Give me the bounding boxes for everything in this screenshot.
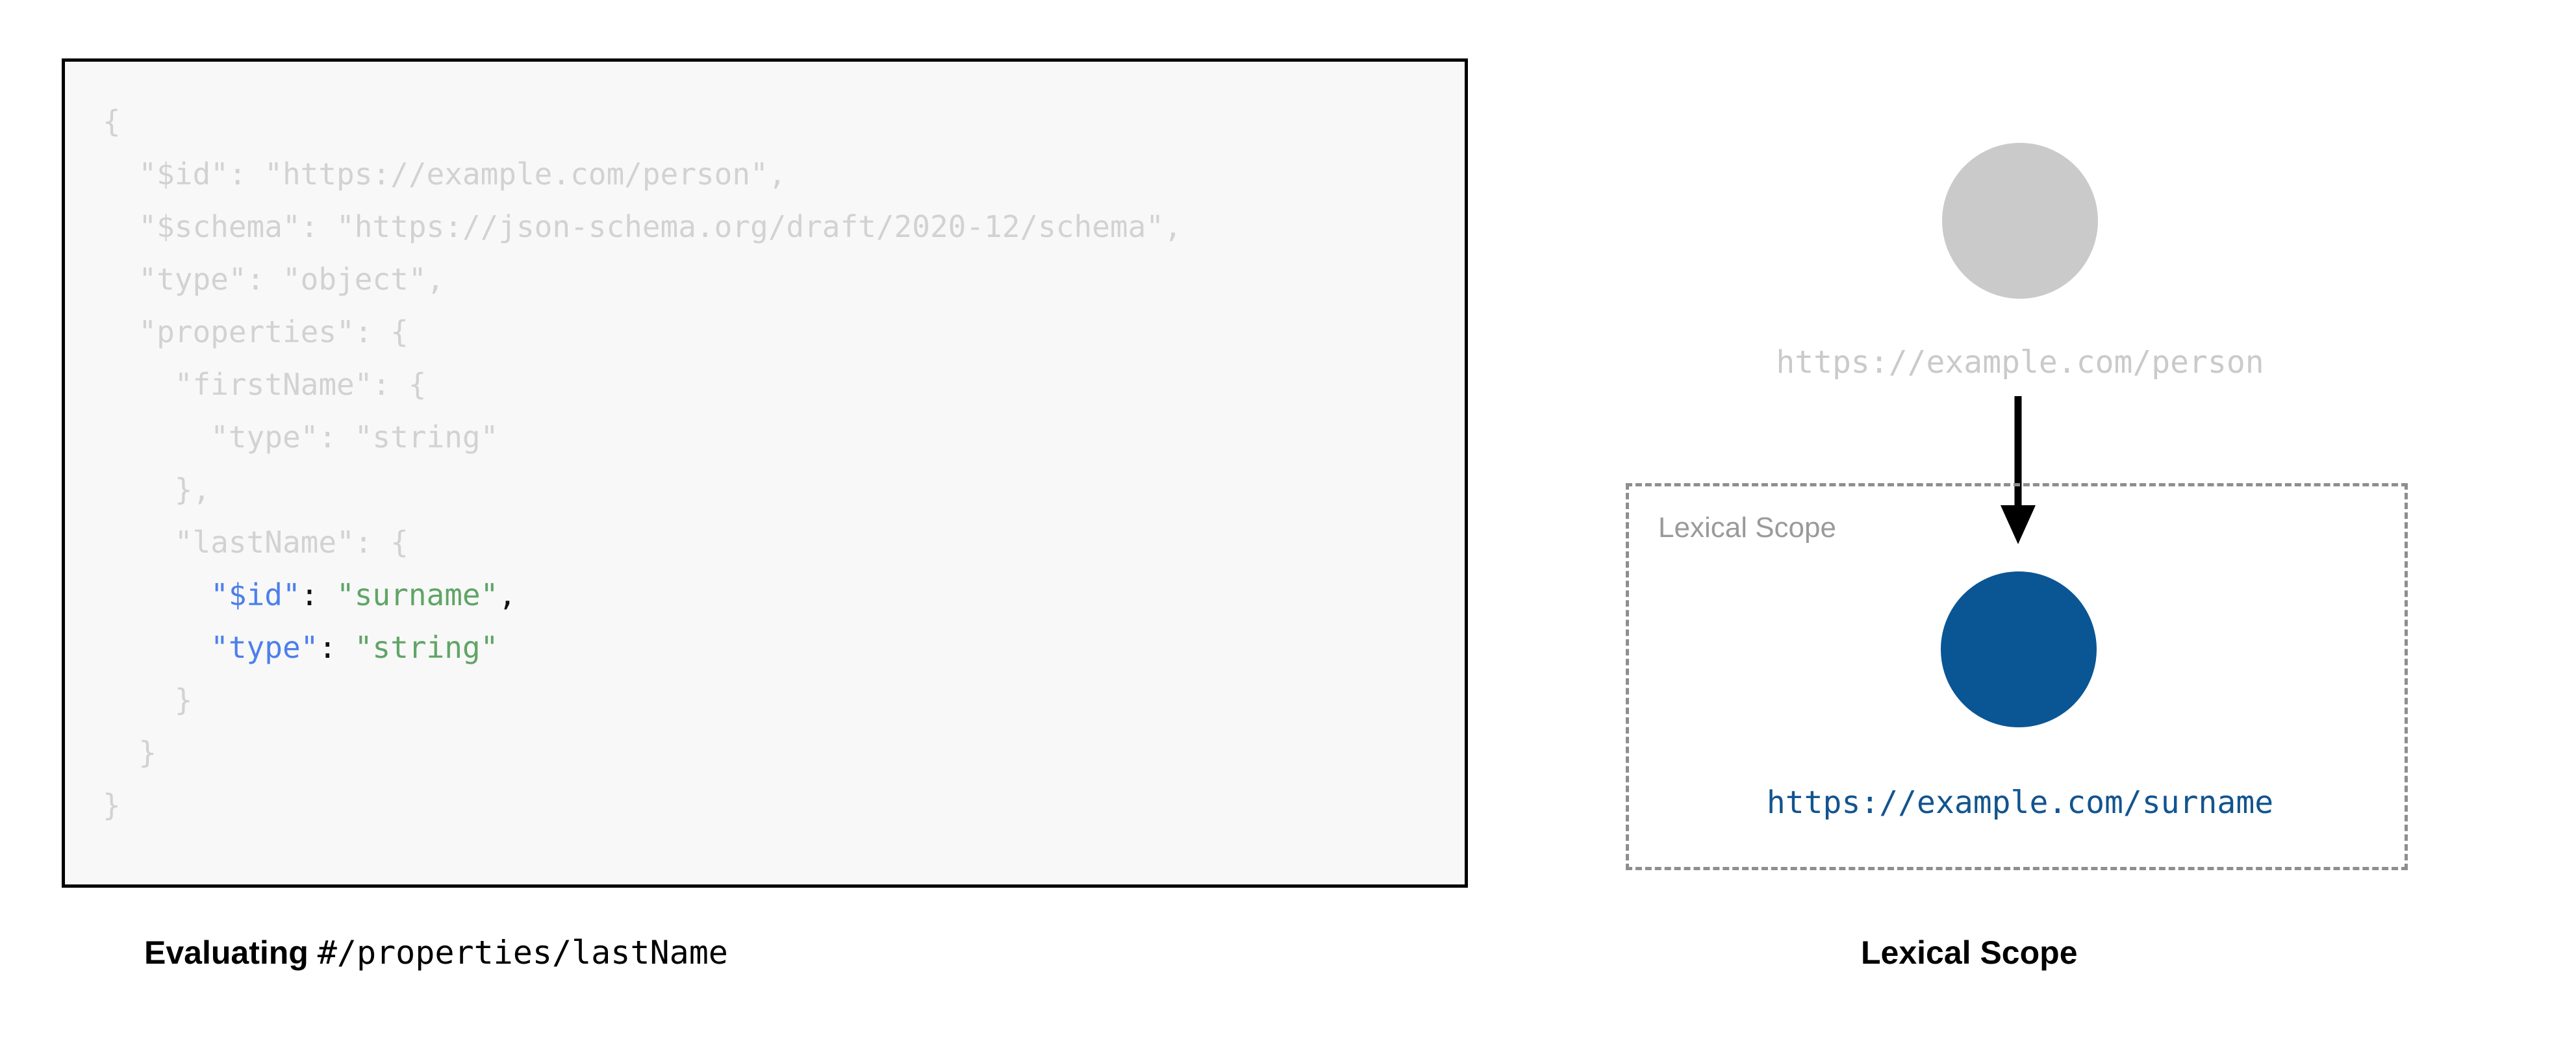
code-token-p: }, bbox=[174, 472, 211, 507]
code-line: "$schema": "https://json-schema.org/draf… bbox=[103, 201, 1182, 253]
code-line: } bbox=[103, 779, 1182, 832]
code-line: "$id": "surname", bbox=[103, 569, 1182, 621]
code-token-p: , bbox=[426, 262, 445, 297]
code-token-p: : bbox=[300, 577, 337, 612]
code-line: }, bbox=[103, 464, 1182, 516]
code-token-p: : { bbox=[354, 314, 409, 349]
code-line: "type": "string" bbox=[103, 621, 1182, 674]
code-token-p: : bbox=[300, 209, 337, 244]
right-caption-text: Lexical Scope bbox=[1861, 934, 2078, 971]
left-caption-pointer: #/properties/lastName bbox=[317, 934, 728, 971]
code-line: } bbox=[103, 727, 1182, 779]
code-token-p: : bbox=[228, 156, 265, 192]
parent-schema-node-circle bbox=[1942, 143, 2098, 299]
code-token-p: : bbox=[318, 419, 355, 455]
code-line: { bbox=[103, 95, 1182, 148]
code-token-s: "object" bbox=[282, 262, 427, 297]
code-token-p: , bbox=[1163, 209, 1182, 244]
code-token-k: "$id" bbox=[138, 156, 229, 192]
left-caption: Evaluating #/properties/lastName bbox=[144, 934, 728, 971]
code-token-p: { bbox=[103, 104, 121, 139]
lexical-scope-box bbox=[1626, 483, 2408, 870]
code-token-s: "surname" bbox=[336, 577, 499, 612]
code-token-p: : { bbox=[354, 525, 409, 560]
parent-schema-node-label: https://example.com/person bbox=[1776, 344, 2264, 381]
json-schema-code-panel: { "$id": "https://example.com/person", "… bbox=[62, 58, 1468, 888]
code-token-p: } bbox=[138, 735, 157, 770]
code-token-p: , bbox=[498, 577, 516, 612]
code-token-s: "https://json-schema.org/draft/2020-12/s… bbox=[336, 209, 1164, 244]
code-token-k: "firstName" bbox=[174, 367, 373, 402]
code-token-k: "lastName" bbox=[174, 525, 355, 560]
scope-arrow-icon bbox=[2001, 396, 2036, 544]
right-caption: Lexical Scope bbox=[1861, 934, 2078, 971]
child-schema-node-circle bbox=[1941, 571, 2097, 727]
code-token-k: "type" bbox=[210, 419, 319, 455]
code-line: "type": "string" bbox=[103, 411, 1182, 464]
code-token-p: , bbox=[768, 156, 787, 192]
code-token-k: "$schema" bbox=[138, 209, 301, 244]
code-token-k: "$id" bbox=[210, 577, 301, 612]
code-line: "type": "object", bbox=[103, 253, 1182, 306]
code-token-p: : bbox=[318, 630, 355, 665]
code-token-p: : { bbox=[372, 367, 427, 402]
code-token-p: } bbox=[174, 682, 193, 718]
code-token-p: } bbox=[103, 788, 121, 823]
code-line: "lastName": { bbox=[103, 516, 1182, 569]
child-schema-node-label: https://example.com/surname bbox=[1766, 784, 2274, 821]
code-line: } bbox=[103, 674, 1182, 727]
code-token-s: "string" bbox=[354, 419, 499, 455]
lexical-scope-box-label: Lexical Scope bbox=[1658, 512, 1836, 544]
code-token-k: "properties" bbox=[138, 314, 355, 349]
code-token-s: "https://example.com/person" bbox=[264, 156, 768, 192]
code-token-k: "type" bbox=[138, 262, 247, 297]
left-caption-bold: Evaluating bbox=[144, 934, 309, 971]
code-line: "firstName": { bbox=[103, 358, 1182, 411]
code-line: "properties": { bbox=[103, 306, 1182, 358]
code-token-s: "string" bbox=[354, 630, 499, 665]
code-token-p: : bbox=[246, 262, 283, 297]
code-listing: { "$id": "https://example.com/person", "… bbox=[103, 95, 1182, 832]
code-line: "$id": "https://example.com/person", bbox=[103, 148, 1182, 201]
code-token-k: "type" bbox=[210, 630, 319, 665]
